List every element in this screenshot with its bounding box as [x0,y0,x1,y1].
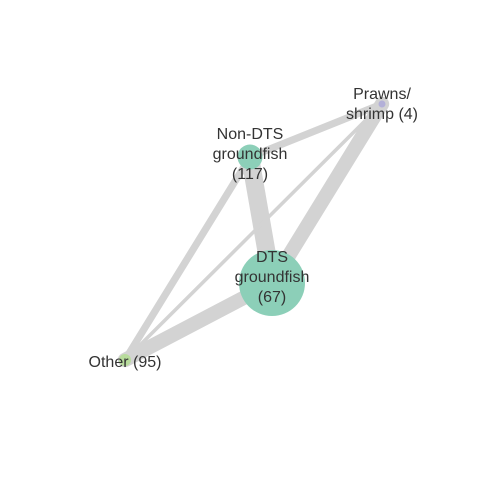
node-label-nondts: Non-DTS groundfish (117) [213,126,288,183]
node-label-line: Non-DTS [217,126,284,143]
node-label-line: Prawns/ [353,86,411,103]
node-label-prawns: Prawns/shrimp (4) [346,86,418,123]
edge-nondts-other [121,153,254,364]
node-other [119,354,131,366]
nodes-layer [119,100,386,366]
edge-nondts-prawns [246,100,386,161]
node-label-dts: DTS groundfish (67) [235,249,310,306]
node-label-line: shrimp (4) [346,106,418,123]
node-nondts [237,144,263,170]
labels-layer: Prawns/shrimp (4) Non-DTS groundfish (117) D… [89,86,418,371]
node-label-other: Other (95) [89,354,162,371]
node-label-line: Other (95) [89,354,162,371]
node-label-line: groundfish [213,146,288,163]
node-label-line: (117) [232,166,268,183]
node-label-line: DTS [256,249,288,266]
node-dts [239,250,305,316]
node-label-line: groundfish [235,269,310,286]
node-label-line: (67) [258,289,286,306]
edge-prawns-other [123,102,384,362]
node-prawns [378,100,386,108]
edge-dts-prawns [264,96,390,291]
